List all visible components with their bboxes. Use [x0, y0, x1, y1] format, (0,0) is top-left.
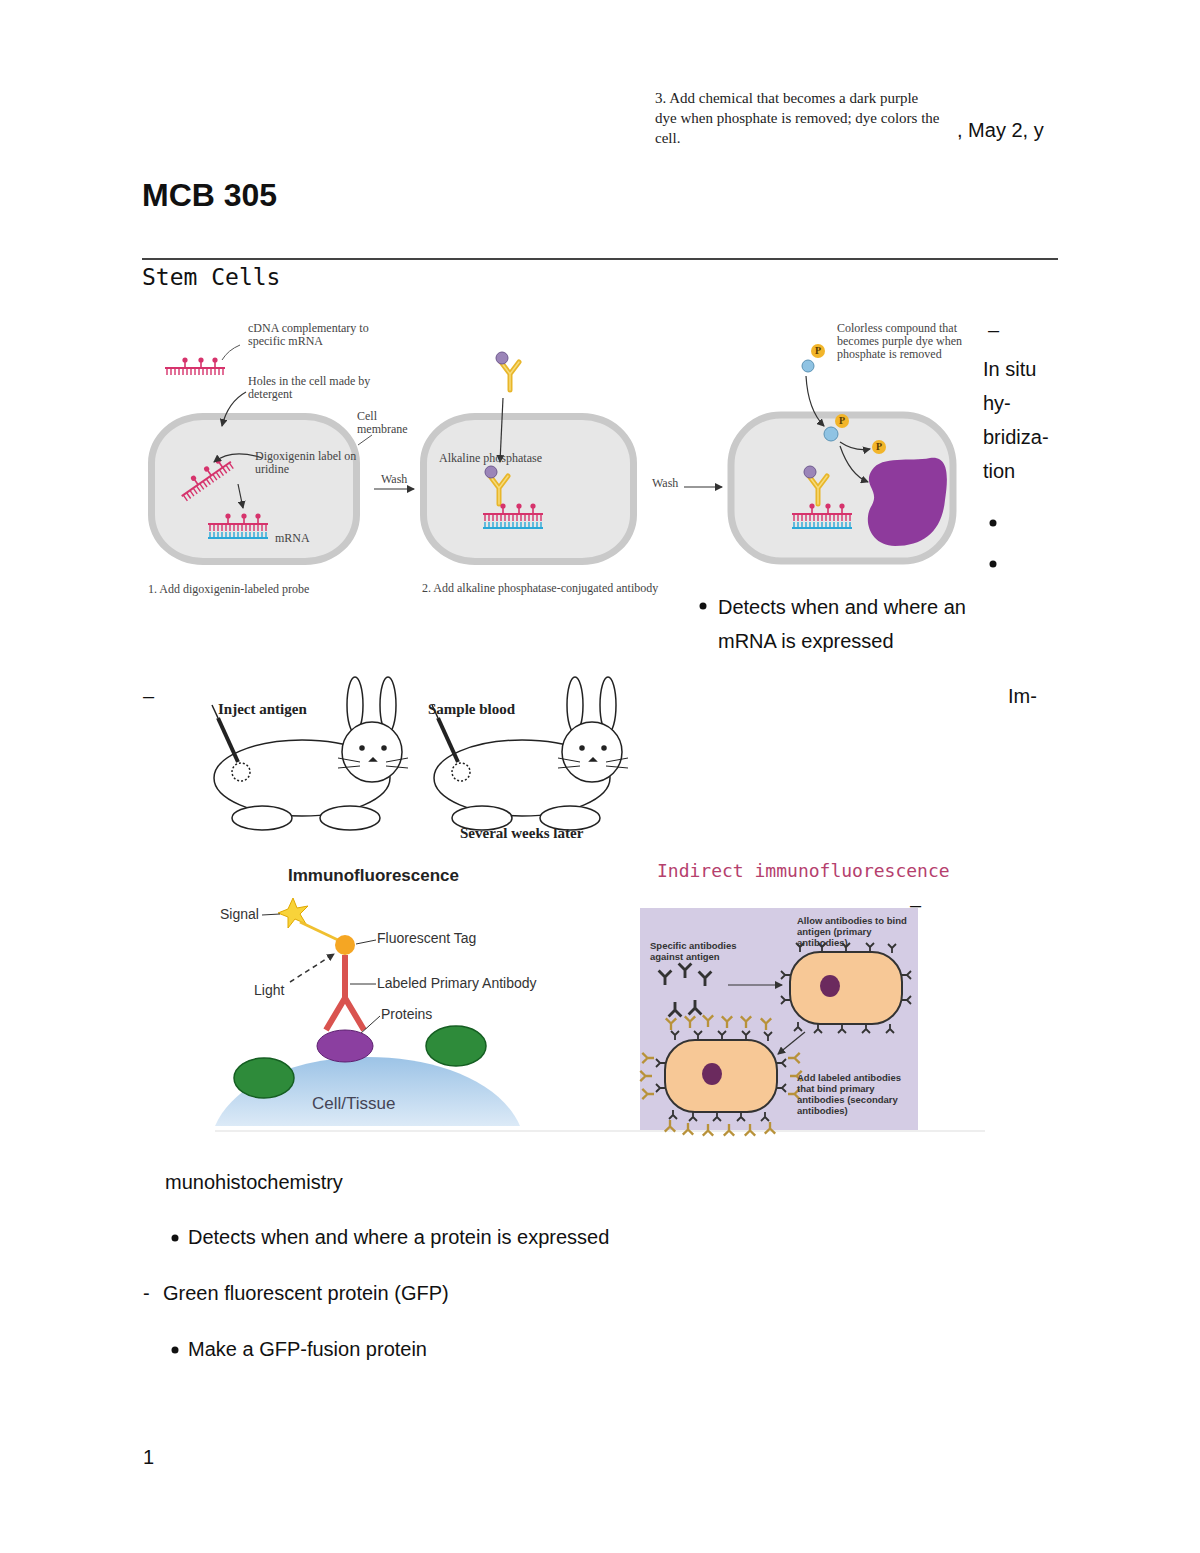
- rabbit-drawing: [434, 677, 628, 830]
- date-text: , May 2, y: [957, 118, 1044, 142]
- node-text: Add labeled antibodies that bind primary…: [797, 1072, 915, 1116]
- tissue-dome: Cell/Tissue: [215, 1030, 520, 1126]
- image-edge: [215, 1130, 985, 1132]
- antibody-drawing: [804, 466, 827, 504]
- figure-label: cDNA complementary to specific mRNA: [248, 322, 373, 348]
- leader-line: [358, 435, 372, 445]
- step-caption: 1. Add digoxigenin-labeled probe: [148, 583, 309, 596]
- arrow-label: Wash: [652, 477, 678, 490]
- compound-symbol: [824, 427, 838, 441]
- step-caption: 2. Add alkaline phosphatase-conjugated a…: [422, 582, 662, 595]
- figure-label: Light: [254, 982, 284, 999]
- figure-label: Labeled Primary Antibody: [377, 975, 537, 992]
- figure-label: Several weeks later: [460, 824, 583, 842]
- page-number: 1: [143, 1445, 154, 1469]
- arrow-label: Wash: [381, 473, 407, 486]
- figure-label: Fluorescent Tag: [377, 930, 476, 947]
- phosphate-label: P: [835, 415, 849, 427]
- node-text: Alkaline phosphatase: [439, 452, 542, 465]
- node-text: Allow antibodies to bind antigen (primar…: [797, 915, 912, 948]
- arrow-line: [840, 446, 868, 482]
- leader-line: [356, 940, 376, 944]
- tissue-shape: [215, 1057, 520, 1126]
- cell-outline: Alkaline phosphatase: [420, 413, 637, 565]
- fluorescent-tag: [335, 935, 355, 955]
- topic-text: Im-: [1008, 684, 1037, 708]
- antibody-drawing: [496, 352, 519, 390]
- figure-label: Colorless compound that becomes purple d…: [837, 322, 962, 361]
- phosphate-symbol: [872, 440, 886, 454]
- syringe-drawing: [438, 718, 458, 762]
- figure-label: Sample blood: [428, 700, 515, 718]
- page-title: MCB 305: [142, 176, 277, 214]
- syringe-drawing: [218, 718, 238, 762]
- leader-line: [262, 914, 280, 915]
- figure-title: Immunofluorescence: [288, 866, 459, 886]
- heading-rule: [142, 258, 1058, 260]
- topic-text: munohistochemistry: [165, 1170, 343, 1194]
- phosphate-label: P: [872, 441, 886, 453]
- phosphate-symbol: [811, 344, 825, 358]
- dash-mark: –: [143, 684, 154, 708]
- figure-label: Holes in the cell made by detergent: [248, 375, 373, 401]
- bullet: [700, 603, 707, 610]
- figure-title: Indirect immunofluorescence: [657, 860, 950, 882]
- bullet-text: Detects when and where a protein is expr…: [188, 1225, 609, 1249]
- bullet-text: Make a GFP-fusion protein: [188, 1337, 427, 1361]
- node-text: Cell/Tissue: [312, 1094, 395, 1114]
- signal-beam: [300, 922, 338, 940]
- compound-symbol: [802, 360, 814, 372]
- node-text: mRNA: [275, 532, 310, 545]
- figure-label: Cell membrane: [357, 410, 419, 436]
- light-arrow: [290, 954, 334, 982]
- figure-label: Signal: [220, 906, 259, 923]
- figure-panel: Specific antibodies against antigen Allow…: [640, 908, 918, 1130]
- cell-outline: Digoxigenin label on uridinemRNA: [148, 413, 360, 565]
- bullet: [172, 1235, 179, 1242]
- bullet: [990, 520, 997, 527]
- leader-line: [222, 345, 240, 360]
- figure-label: Proteins: [381, 1006, 432, 1023]
- bullet: [172, 1347, 179, 1354]
- figure-label: Inject antigen: [218, 700, 307, 718]
- note-text: 3. Add chemical that becomes a dark purp…: [655, 88, 940, 148]
- dash-mark: -: [143, 1281, 150, 1305]
- protein-blob: [426, 1026, 486, 1066]
- cell-outline: [731, 415, 953, 561]
- bullet-text: Detects when and where an mRNA is expres…: [718, 590, 1018, 658]
- primary-antibody: [326, 955, 364, 1030]
- phosphate-label: P: [811, 345, 825, 357]
- purple-dye: [868, 458, 947, 546]
- section-heading: Stem Cells: [142, 263, 280, 291]
- topic-text: In situ hy- bridiza- tion: [983, 352, 1063, 488]
- bullet: [990, 561, 997, 568]
- signal-star: [278, 898, 308, 928]
- leader-line: [350, 984, 376, 985]
- node-text: Specific antibodies against antigen: [650, 940, 760, 962]
- arrow-line: [840, 442, 870, 450]
- phosphate-symbol: [835, 414, 849, 428]
- rabbit-drawing: [214, 677, 408, 830]
- probe-drawing: [792, 503, 852, 521]
- mrna-drawing: [792, 522, 852, 528]
- probe-drawing: [165, 357, 225, 375]
- arrow-connector: [374, 488, 414, 489]
- node-text: Digoxigenin label on uridine: [255, 450, 365, 476]
- arrow-line: [684, 486, 722, 487]
- syringe-drawing: [212, 705, 218, 718]
- dash-mark: –: [988, 318, 999, 342]
- arrow-line: [806, 376, 824, 426]
- leader-line: [360, 1016, 380, 1034]
- dash-mark: –: [910, 893, 921, 917]
- topic-text: Green fluorescent protein (GFP): [163, 1281, 449, 1305]
